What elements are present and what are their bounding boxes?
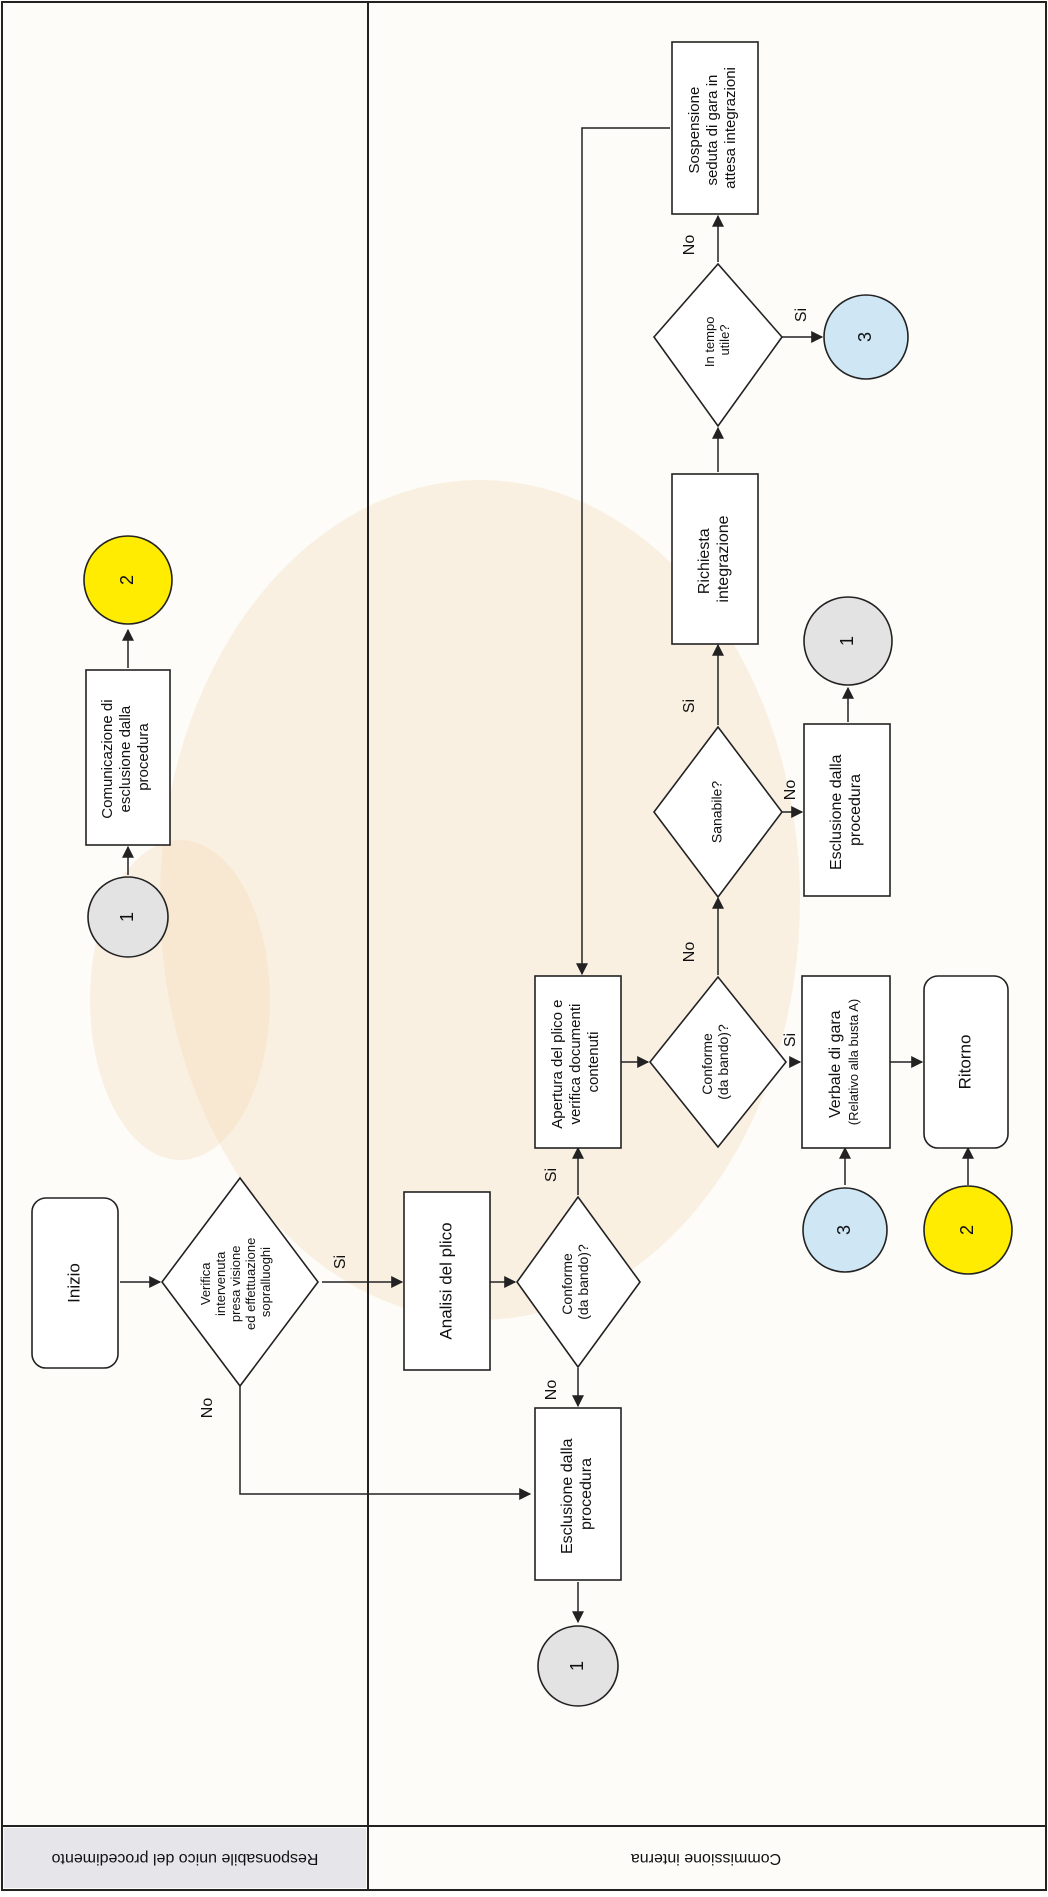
connector-2-mid-label: 2 bbox=[957, 1225, 977, 1235]
esclusione1-line-2: procedura bbox=[578, 1458, 595, 1530]
start-terminator: Inizio bbox=[31, 1197, 119, 1369]
lane-header-commissione: Commissione interna bbox=[631, 1850, 781, 1867]
connector-1-mid: 1 bbox=[803, 596, 893, 686]
connector-3-mid: 3 bbox=[802, 1187, 888, 1273]
richiesta-line-1: Richiesta bbox=[696, 528, 713, 594]
verbale-box: Verbale di gara (Relativo alla busta A) bbox=[801, 975, 891, 1149]
sospensione-line-3: attesa integrazioni bbox=[722, 67, 739, 189]
svg-text:Comunicazione di esclu: Comunicazione di esclusione dalla proced… bbox=[99, 695, 152, 818]
verifica-decision: Verifica intervenuta presa visione ed ef… bbox=[161, 1176, 319, 1388]
connector-3-mid-label: 3 bbox=[834, 1225, 854, 1235]
verifica-line-2: intervenuta bbox=[213, 1251, 228, 1316]
sospensione-line-1: Sospensione bbox=[686, 87, 703, 174]
conforme2-line-1: Conforme bbox=[699, 1033, 715, 1095]
comunicazione-box: Comunicazione di esclusione dalla proced… bbox=[85, 669, 171, 846]
verbale-line-1: Verbale di gara bbox=[827, 1010, 844, 1118]
esclusione-box-1: Esclusione dalla procedura bbox=[534, 1407, 622, 1581]
richiesta-box: Richiesta integrazione bbox=[671, 473, 759, 645]
sospensione-line-2: seduta di gara in bbox=[704, 75, 721, 186]
svg-text:Verbale di gara (Relat: Verbale di gara (Relativo alla busta A) bbox=[827, 999, 861, 1125]
esclusione-box-2: Esclusione dalla procedura bbox=[803, 723, 891, 897]
esclusione1-line-1: Esclusione dalla bbox=[559, 1438, 576, 1554]
connector-2-top: 2 bbox=[83, 535, 173, 625]
label-si-conforme1: Si bbox=[543, 1168, 560, 1182]
svg-text:Verifica intervenuta: Verifica intervenuta presa visione ed ef… bbox=[198, 1234, 273, 1330]
esclusione2-line-1: Esclusione dalla bbox=[828, 754, 845, 870]
label-si-sanabile: Si bbox=[681, 699, 698, 713]
connector-1-bottom-label: 1 bbox=[567, 1661, 587, 1671]
svg-text:Esclusione dalla proce: Esclusione dalla procedura bbox=[828, 750, 864, 870]
conforme2-line-2: (da bando)? bbox=[715, 1024, 731, 1100]
label-no-conforme2: No bbox=[681, 942, 698, 963]
comunicazione-line-1: Comunicazione di bbox=[99, 699, 116, 818]
return-label: Ritorno bbox=[955, 1035, 974, 1090]
label-no-sanabile: No bbox=[782, 780, 799, 801]
conforme1-line-1: Conforme bbox=[559, 1253, 575, 1315]
conforme1-line-2: (da bando)? bbox=[575, 1244, 591, 1320]
analisi-box: Analisi del plico bbox=[403, 1191, 491, 1371]
comunicazione-line-2: esclusione dalla bbox=[117, 705, 134, 812]
apertura-line-3: contenuti bbox=[585, 1032, 602, 1093]
label-si-tempo: Si bbox=[793, 308, 810, 322]
richiesta-line-2: integrazione bbox=[715, 515, 732, 602]
branch-labels: Si No Si No No Si Si No Si No bbox=[199, 235, 810, 1419]
label-no-verifica: No bbox=[199, 1398, 216, 1419]
verifica-line-5: sopralluoghi bbox=[258, 1247, 273, 1317]
label-si-conforme2: Si bbox=[782, 1033, 799, 1047]
flow-lines bbox=[120, 127, 974, 1624]
connector-3-right-label: 3 bbox=[855, 332, 875, 342]
connector-1-mid-label: 1 bbox=[837, 636, 857, 646]
svg-text:Esclusione dalla proce: Esclusione dalla procedura bbox=[559, 1434, 595, 1554]
sospensione-box: Sospensione seduta di gara in attesa int… bbox=[671, 41, 759, 215]
tempo-line-1: In tempo bbox=[702, 317, 717, 368]
label-no-conforme1: No bbox=[543, 1380, 560, 1401]
sanabile-decision: Sanabile? bbox=[652, 725, 784, 899]
comunicazione-line-3: procedura bbox=[135, 723, 152, 791]
svg-text:Richiesta integrazione: Richiesta integrazione bbox=[696, 515, 732, 602]
svg-text:In tempo utile?: In tempo utile? bbox=[702, 313, 732, 367]
connector-3-right: 3 bbox=[823, 294, 909, 380]
analisi-label: Analisi del plico bbox=[436, 1222, 455, 1339]
esclusione2-line-2: procedura bbox=[847, 774, 864, 846]
sanabile-label: Sanabile? bbox=[709, 781, 725, 843]
verifica-line-3: presa visione bbox=[228, 1246, 243, 1323]
verifica-line-1: Verifica bbox=[198, 1262, 213, 1305]
svg-text:Apertura del plico e v: Apertura del plico e verifica documenti … bbox=[549, 995, 602, 1128]
svg-text:Sospensione seduta di: Sospensione seduta di gara in attesa int… bbox=[686, 67, 739, 189]
svg-text:Conforme (da bando)?: Conforme (da bando)? bbox=[699, 1024, 731, 1100]
conforme-decision-2: Conforme (da bando)? bbox=[648, 975, 788, 1149]
connector-2-mid: 2 bbox=[923, 1185, 1013, 1275]
connector-1-top-label: 1 bbox=[117, 912, 137, 922]
tempo-line-2: utile? bbox=[717, 324, 732, 355]
label-si-verifica: Si bbox=[332, 1255, 349, 1269]
verifica-line-4: ed effettuazione bbox=[243, 1238, 258, 1330]
lane-header-responsabile: Responsabile unico del procedimento bbox=[51, 1850, 318, 1867]
apertura-line-1: Apertura del plico e bbox=[549, 999, 566, 1128]
connector-1-bottom: 1 bbox=[537, 1625, 619, 1707]
verbale-line-2: (Relativo alla busta A) bbox=[846, 999, 861, 1125]
apertura-box: Apertura del plico e verifica documenti … bbox=[534, 975, 622, 1149]
apertura-line-2: verifica documenti bbox=[567, 1004, 584, 1125]
connector-1-top: 1 bbox=[87, 876, 169, 958]
tempo-decision: In tempo utile? bbox=[652, 262, 784, 428]
conforme-decision-1: Conforme (da bando)? bbox=[516, 1195, 641, 1369]
connector-2-top-label: 2 bbox=[117, 575, 137, 585]
label-no-tempo: No bbox=[681, 235, 698, 256]
svg-text:Conforme (da bando)?: Conforme (da bando)? bbox=[559, 1244, 591, 1320]
start-label: Inizio bbox=[64, 1263, 83, 1303]
return-terminator: Ritorno bbox=[923, 975, 1009, 1149]
